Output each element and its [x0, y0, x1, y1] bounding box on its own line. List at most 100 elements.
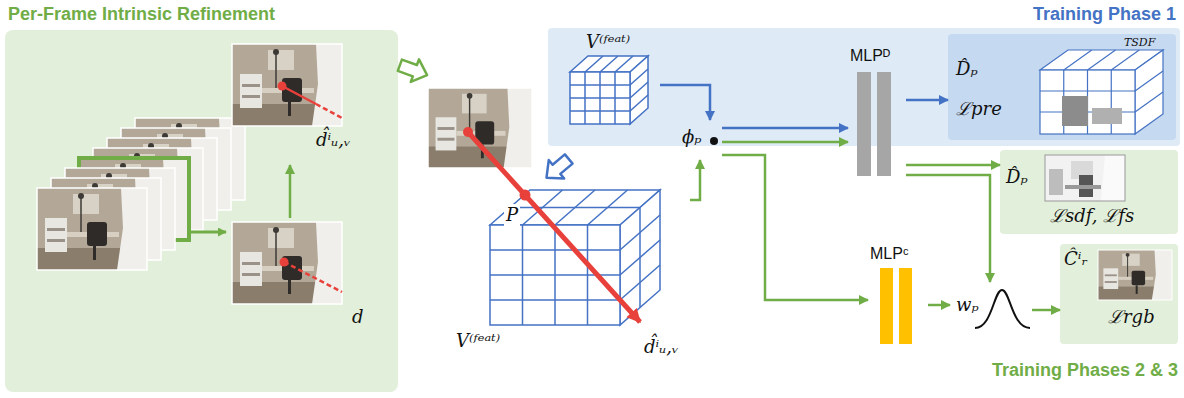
frame-stack [37, 118, 245, 270]
voxel-grid [490, 299, 620, 301]
tsdf-volume [1062, 96, 1088, 126]
node-text: TSDF [1124, 36, 1155, 49]
mlp-bars [857, 72, 871, 176]
hollow-arrow [396, 54, 431, 86]
text-holder: V⁽ᶠᵉᵃᵗ⁾ [586, 31, 630, 53]
point-dot [710, 137, 718, 145]
tsdf-volume [1064, 50, 1092, 70]
node-text: ϕₚ [682, 126, 701, 148]
voxel-grid [600, 56, 618, 72]
weight-curve [975, 290, 1030, 328]
voxel-grid [570, 97, 630, 99]
node-text: d̂ⁱᵤ,ᵥ [316, 129, 351, 151]
text-holder: d̂ⁱᵤ,ᵥ [316, 129, 351, 151]
voxel-grid [615, 56, 633, 72]
flow-arrow [722, 155, 868, 300]
input-frame-photo [232, 222, 342, 304]
flow-arrow [906, 164, 1000, 167]
refined-frame-photo [316, 104, 342, 118]
node-text: ℒpre [956, 98, 1002, 120]
tsdf-volume [1040, 90, 1135, 91]
point-dot [710, 137, 718, 145]
node-text: P [504, 204, 520, 226]
node-text: ℒrgb [1108, 306, 1155, 328]
input-frame-photo [232, 222, 342, 304]
flow-arrow [1032, 309, 1060, 312]
text-holder: D̂ₚ [1006, 166, 1028, 188]
hollow-arrow [539, 150, 577, 187]
text-holder: ℒpre [956, 98, 1002, 120]
input-frame-photo [232, 222, 342, 304]
phase-label: Training Phases 2 & 3 [992, 360, 1178, 382]
voxel-grid [490, 249, 620, 251]
frame-select-line [189, 232, 226, 233]
tsdf-volume [1088, 50, 1116, 70]
flow-arrow [722, 141, 848, 144]
text-holder: V⁽ᶠᵉᵃᵗ⁾ [456, 330, 500, 352]
text-holder: P [504, 204, 520, 226]
flow-arrow [660, 85, 710, 120]
text-holder: Training Phase 1 [1033, 4, 1176, 26]
node-text: Ĉⁱᵣ [1064, 248, 1088, 270]
group-heading: Training Phase 1 [1033, 4, 1176, 26]
node-text: V⁽ᶠᵉᵃᵗ⁾ [456, 330, 500, 352]
group-heading: Per-Frame Intrinsic Refinement [8, 4, 275, 26]
tsdf-volume [1111, 70, 1112, 134]
voxel-grid [639, 208, 641, 308]
text-holder: d̂ⁱᵤ,ᵥ [644, 336, 679, 358]
middle-frame-photo [428, 88, 532, 168]
text-holder: d [352, 306, 364, 328]
camera-ray [468, 132, 640, 322]
node-text: D̂ₚ [1006, 166, 1028, 188]
frame-stack [37, 188, 147, 270]
depth-render [1045, 155, 1125, 201]
tsdf-volume [1092, 108, 1122, 124]
node-text: D̂ₚ [956, 58, 978, 80]
flow-arrow [289, 165, 292, 218]
text-holder: ℒsdf, ℒfs [1050, 205, 1134, 227]
refined-frame-photo [282, 86, 316, 104]
rgb-render [1098, 250, 1172, 300]
text-holder: wₚ [956, 294, 979, 316]
text-holder: Ĉⁱᵣ [1064, 248, 1088, 270]
voxel-grid [510, 207, 640, 209]
camera-ray [463, 127, 640, 322]
mlp-bars [877, 72, 891, 176]
rgb-render [1098, 250, 1172, 300]
input-frame-photo [284, 262, 342, 292]
mlp-bars [880, 268, 912, 344]
depth-render [1045, 155, 1125, 201]
node-text: MLPᴰ [850, 46, 890, 65]
middle-frame-photo [428, 88, 532, 168]
frame-select-line [189, 231, 226, 234]
camera-ray [463, 127, 473, 137]
depth-render [1045, 155, 1125, 201]
tsdf-volume [1111, 50, 1139, 70]
voxel-grid [570, 110, 630, 112]
middle-frame-photo [428, 88, 532, 168]
mlp-bars [880, 268, 893, 344]
tsdf-volume [1135, 92, 1163, 112]
hollow-arrow [396, 54, 431, 86]
node-text: ℒsdf, ℒfs [1050, 205, 1134, 227]
text-holder: Training Phases 2 & 3 [992, 360, 1178, 382]
text-holder: ϕₚ [682, 126, 701, 148]
text-holder: MLPᶜ [870, 244, 909, 263]
text-holder: TSDF [1124, 36, 1155, 49]
text-holder: ℒrgb [1108, 306, 1155, 328]
node-text: d [352, 306, 364, 328]
mlp-block: MLPᶜ [868, 242, 928, 347]
refined-frame-photo [232, 44, 342, 126]
hollow-arrow [539, 150, 577, 187]
mlp-bars [857, 72, 891, 176]
node-text: MLPᶜ [870, 244, 909, 263]
voxel-grid [585, 56, 603, 72]
rgb-render [1098, 250, 1172, 300]
flow-arrow [722, 127, 848, 130]
tsdf-volume [1135, 50, 1163, 134]
voxel-grid [570, 56, 648, 124]
tsdf-volume [1040, 50, 1163, 134]
